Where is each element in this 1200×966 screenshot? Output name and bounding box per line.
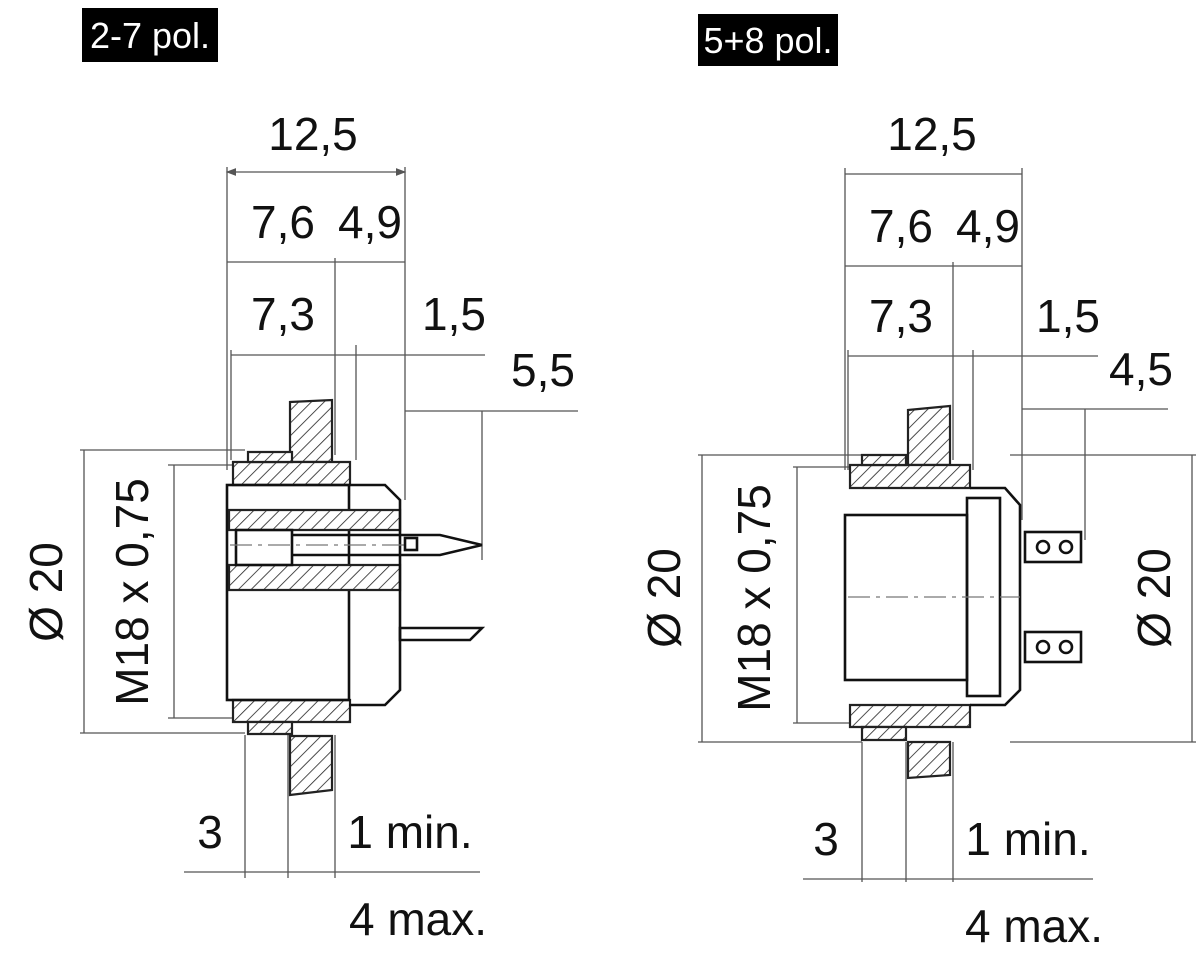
dim-pin-length: 5,5 <box>511 344 575 396</box>
dim-pin-length: 4,5 <box>1109 343 1173 395</box>
variant-tag: 5+8 pol. <box>698 14 838 66</box>
dimension-labels: 12,5 7,6 4,9 7,3 1,5 4,5 Ø 20 M18 x 0,75… <box>638 108 1180 952</box>
dim-length-b: 4,9 <box>338 196 402 248</box>
dim-overall-length: 12,5 <box>887 108 977 160</box>
dim-outer-diameter: Ø 20 <box>20 542 72 642</box>
dimension-lines <box>698 168 1196 882</box>
dim-length-d: 1,5 <box>1036 290 1100 342</box>
view-5-8-pol: 5+8 pol. <box>638 14 1196 952</box>
dimension-lines <box>80 167 578 878</box>
dim-panel-max: 4 max. <box>965 900 1103 952</box>
dim-length-c: 7,3 <box>251 288 315 340</box>
dim-outer-diameter-right: Ø 20 <box>1128 548 1180 648</box>
dim-panel-min: 1 min. <box>347 806 472 858</box>
dim-length-b: 4,9 <box>956 200 1020 252</box>
dim-thread: M18 x 0,75 <box>728 484 780 712</box>
connector-body-2-7 <box>225 398 486 797</box>
dim-length-d: 1,5 <box>422 288 486 340</box>
view-2-7-pol: 2-7 pol. <box>20 8 578 945</box>
dim-flange: 3 <box>813 813 839 865</box>
dimension-labels: 12,5 7,6 4,9 7,3 1,5 5,5 Ø 20 M18 x 0,75… <box>20 108 575 945</box>
connector-body-5-8 <box>843 404 1083 780</box>
svg-text:2-7 pol.: 2-7 pol. <box>90 15 210 56</box>
dim-outer-diameter: Ø 20 <box>638 548 690 648</box>
dim-thread: M18 x 0,75 <box>106 478 158 706</box>
dim-length-a: 7,6 <box>869 200 933 252</box>
dim-panel-max: 4 max. <box>349 893 487 945</box>
dim-overall-length: 12,5 <box>268 108 358 160</box>
dim-flange: 3 <box>197 806 223 858</box>
svg-text:5+8 pol.: 5+8 pol. <box>703 20 832 61</box>
dim-panel-min: 1 min. <box>965 813 1090 865</box>
variant-tag: 2-7 pol. <box>82 8 218 62</box>
dim-length-c: 7,3 <box>869 290 933 342</box>
dim-length-a: 7,6 <box>251 196 315 248</box>
